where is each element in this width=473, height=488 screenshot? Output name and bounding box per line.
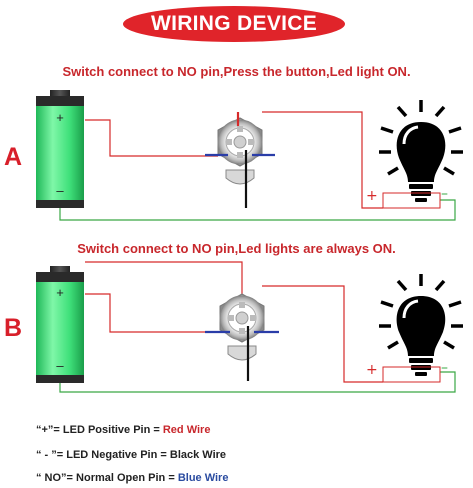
section-a-label: A <box>4 143 23 171</box>
push-button-switch-icon <box>217 117 263 185</box>
legend-text: “ NO”= Normal Open Pin = <box>36 472 178 484</box>
red-wire <box>85 119 218 157</box>
green-wire <box>59 371 456 393</box>
push-button-switch-icon <box>219 293 265 361</box>
battery-minus-label: – <box>56 358 64 373</box>
legend-text: “ - ”= LED Negative Pin = Black Wire <box>36 449 227 461</box>
red-wire <box>85 293 218 333</box>
bulb-minus-label: – <box>441 360 448 376</box>
red-wire <box>262 285 383 383</box>
legend-positive-pin: “+”= LED Positive Pin = Red Wire <box>36 424 210 436</box>
light-bulb-icon <box>379 100 463 202</box>
section-b-label: B <box>4 314 23 342</box>
bulb-plus-label: + <box>366 188 378 204</box>
green-wire <box>59 199 456 221</box>
battery-icon: + – <box>36 90 84 208</box>
bulb-plus-label: + <box>366 362 378 378</box>
battery-icon: + – <box>36 266 84 383</box>
legend-highlight: Blue Wire <box>177 472 229 484</box>
red-wire <box>85 261 243 294</box>
section-a-caption: Switch connect to NO pin,Press the butto… <box>62 64 411 79</box>
light-bulb-icon <box>379 274 463 376</box>
title-banner <box>123 6 345 42</box>
legend-text: “+”= LED Positive Pin = <box>36 424 163 436</box>
legend-normal-open-pin: “ NO”= Normal Open Pin = Blue Wire <box>36 472 228 484</box>
battery-plus-label: + <box>56 285 64 300</box>
section-b-caption: Switch connect to NO pin,Led lights are … <box>77 241 396 256</box>
section-a-circuit: + – <box>36 90 463 221</box>
legend-negative-pin: “ - ”= LED Negative Pin = Black Wire <box>36 449 226 461</box>
red-wire <box>262 111 383 209</box>
battery-plus-label: + <box>56 110 64 125</box>
battery-minus-label: – <box>56 183 64 198</box>
legend-highlight: Red Wire <box>162 424 211 436</box>
section-b-circuit: + – <box>36 261 463 393</box>
bulb-minus-label: – <box>441 186 448 202</box>
page-title: WIRING DEVICE <box>150 12 318 35</box>
